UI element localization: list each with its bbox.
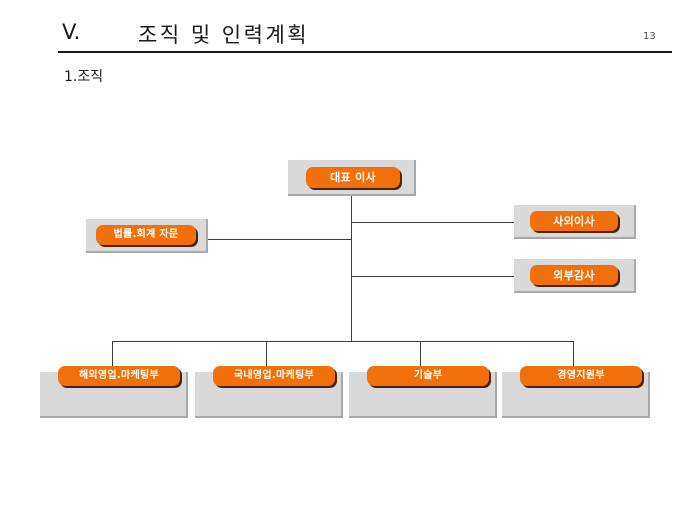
- header-divider: [58, 51, 672, 53]
- connector-drop-department-3: [420, 341, 421, 372]
- org-node-technology[interactable]: 기술부: [349, 366, 497, 418]
- org-node-label: 외부감사: [553, 268, 595, 282]
- connector-trunk-vertical: [351, 195, 352, 341]
- org-node-pill[interactable]: 외부감사: [530, 265, 618, 285]
- org-node-label: 기술부: [413, 370, 443, 381]
- org-node-pill[interactable]: 경영지원부: [520, 366, 642, 386]
- org-node-pill[interactable]: 법률.회계 자문: [96, 225, 196, 245]
- org-node-pill[interactable]: 사외이사: [530, 211, 618, 231]
- connector-drop-department-1: [112, 341, 113, 372]
- org-node-label: 해외영업.마케팅부: [78, 370, 160, 381]
- slide-title-numeral: V.: [62, 20, 81, 44]
- org-node-label: 국내영업.마케팅부: [233, 370, 315, 381]
- org-node-pill[interactable]: 기술부: [367, 366, 489, 386]
- org-node-legal-advisory[interactable]: 법률.회계 자문: [86, 219, 208, 253]
- org-node-pill[interactable]: 국내영업.마케팅부: [213, 366, 335, 386]
- org-node-label: 사외이사: [553, 214, 595, 228]
- org-node-label: 경영지원부: [557, 370, 605, 381]
- slide-title-text: 조직 및 인력계획: [138, 23, 310, 47]
- connector-drop-department-2: [266, 341, 267, 372]
- org-node-domestic-sales-marketing[interactable]: 국내영업.마케팅부: [195, 366, 343, 418]
- org-node-external-audit[interactable]: 외부감사: [514, 259, 636, 293]
- org-node-ceo[interactable]: 대표 이사: [288, 160, 416, 196]
- org-node-management-support[interactable]: 경영지원부: [502, 366, 650, 418]
- org-node-pill[interactable]: 대표 이사: [306, 167, 400, 188]
- section-subtitle: 1.조직: [64, 69, 104, 85]
- org-node-outside-director[interactable]: 사외이사: [514, 205, 636, 239]
- connector-to-legal-advisory: [207, 239, 352, 240]
- page-number: 13: [643, 31, 656, 42]
- org-node-pill[interactable]: 해외영업.마케팅부: [58, 366, 180, 386]
- org-node-label: 법률.회계 자문: [113, 229, 179, 240]
- connector-department-bar: [112, 341, 574, 342]
- connector-to-outside-director: [351, 222, 515, 223]
- connector-drop-department-4: [573, 341, 574, 372]
- org-node-label: 대표 이사: [330, 171, 376, 184]
- connector-to-external-audit: [351, 276, 515, 277]
- org-node-overseas-sales-marketing[interactable]: 해외영업.마케팅부: [40, 366, 188, 418]
